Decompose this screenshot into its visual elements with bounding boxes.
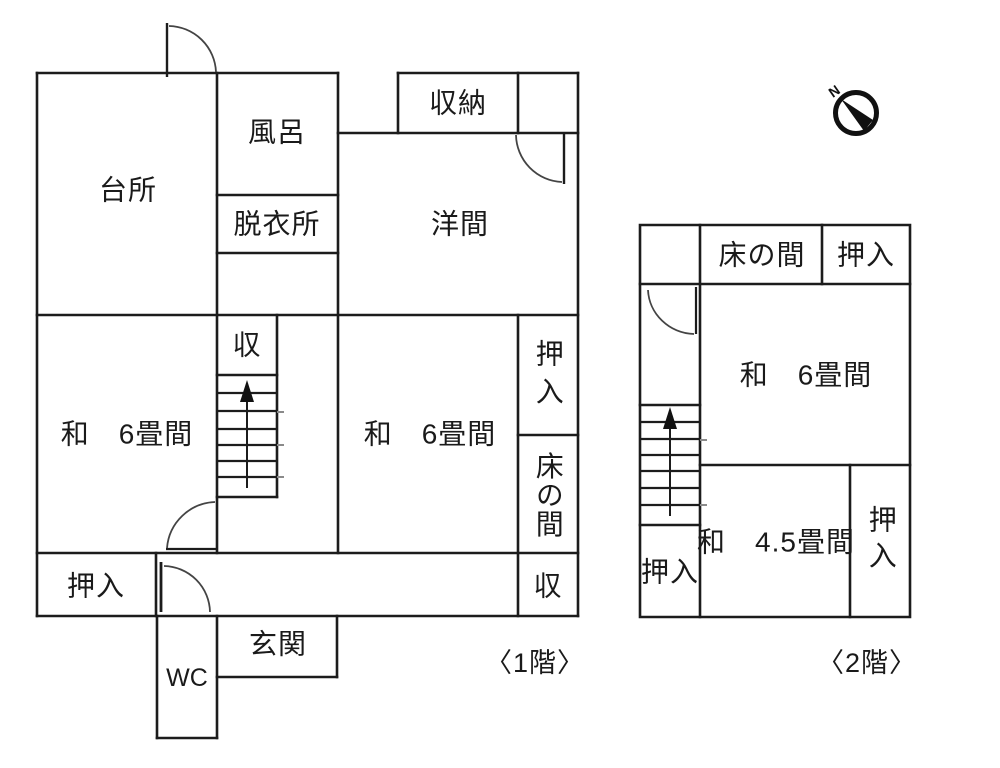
room-label-oshiire-east-f2: 押入 <box>865 505 897 577</box>
room-label-oshiire-west-f2: 押入 <box>640 556 700 588</box>
room-label-tatami45-f2: 和 4.5畳間 <box>697 526 855 558</box>
room-label-tokonoma-f2: 床の間 <box>718 239 806 271</box>
f2-door-arc <box>647 289 695 335</box>
f1-western-room-door-arc <box>515 134 563 183</box>
room-label-entrance: 玄関 <box>248 628 308 660</box>
room-label-tatami6-f2: 和 6畳間 <box>739 359 873 391</box>
floor2-doors <box>647 287 698 335</box>
floor2-caption: 〈2階〉 <box>816 647 918 678</box>
room-label-storage-south: 収 <box>533 570 563 602</box>
room-label-toilet: WC <box>166 663 208 692</box>
room-label-oshiire-east: 押入 <box>532 339 564 415</box>
f1-stairs-up-arrow-head <box>240 380 254 402</box>
floor1-caption: 〈1階〉 <box>484 647 586 678</box>
f1-kitchen-door-arc <box>168 25 217 73</box>
f2-stairs-up-arrow-head <box>663 407 677 429</box>
room-label-bath: 風呂 <box>247 116 307 148</box>
room-label-stair-closet: 収 <box>232 329 262 361</box>
room-label-tatami-left: 和 6畳間 <box>60 418 194 450</box>
room-label-kitchen: 台所 <box>98 174 158 206</box>
floor1-doors <box>159 23 566 613</box>
floor1-stairs <box>217 380 284 488</box>
floor2-stairs <box>640 407 707 516</box>
f2-exterior <box>638 223 912 619</box>
compass: N <box>825 82 879 136</box>
f1-entrance-door-arc <box>163 565 211 613</box>
room-label-western-room: 洋間 <box>430 208 490 240</box>
compass-ring <box>833 90 879 136</box>
room-label-storage-closet: 収納 <box>428 87 488 119</box>
room-label-dressing-room: 脱衣所 <box>233 208 321 240</box>
room-label-tokonoma-f1: 床の間 <box>532 451 564 539</box>
f1-tatami-door-arc <box>166 501 216 549</box>
room-label-tatami-center: 和 6畳間 <box>363 418 497 450</box>
floor1-walls <box>35 71 580 740</box>
room-label-oshiire-south: 押入 <box>66 570 126 602</box>
room-label-oshiire-north-f2: 押入 <box>836 239 896 271</box>
compass-needle <box>841 99 873 131</box>
